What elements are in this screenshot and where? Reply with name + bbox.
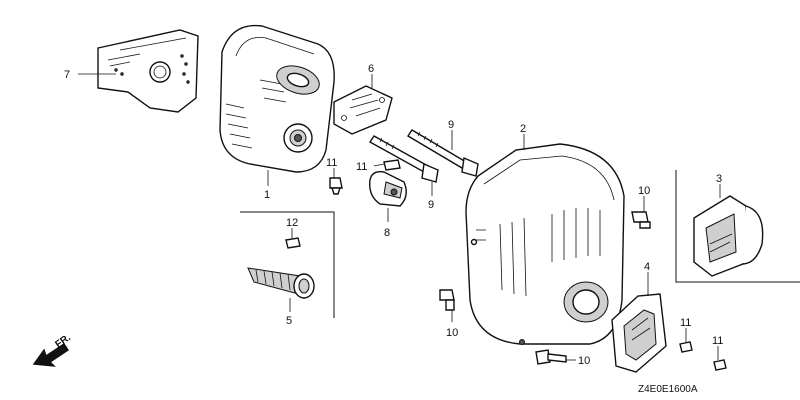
callout-3: 3: [716, 173, 722, 185]
callout-10-left: 10: [446, 327, 458, 339]
flange-bolt-short-bottom[interactable]: [535, 349, 567, 365]
callout-2: 2: [520, 123, 526, 135]
callout-8: 8: [384, 227, 390, 239]
tapping-screw-right-upper[interactable]: [679, 341, 693, 353]
flange-bolt-short-upper[interactable]: [631, 211, 651, 229]
callout-4: 4: [644, 261, 650, 273]
exhaust-outlet-adapter[interactable]: [611, 293, 667, 373]
spark-arrester[interactable]: [247, 267, 315, 299]
heat-protector-plate[interactable]: [97, 29, 199, 113]
flange-bolt-long-upper[interactable]: [407, 129, 479, 177]
callout-11-center: 11: [356, 161, 367, 173]
callout-10-bottom: 10: [578, 355, 590, 367]
callout-7: 7: [64, 69, 70, 81]
exhaust-deflector[interactable]: [693, 195, 764, 277]
callout-5: 5: [286, 315, 292, 327]
callout-12: 12: [286, 217, 298, 229]
deflector-frame: [675, 170, 800, 283]
flange-bolt-short-left[interactable]: [439, 289, 455, 311]
muffler[interactable]: [219, 24, 335, 173]
front-direction-arrow: [32, 343, 69, 367]
arrester-frame: [240, 211, 335, 318]
callout-11-right-upper: 11: [680, 317, 691, 329]
callout-10-upper: 10: [638, 185, 650, 197]
callout-6: 6: [368, 63, 374, 75]
tapping-screw-left[interactable]: [329, 177, 343, 195]
callout-1: 1: [264, 189, 270, 201]
spark-arrester-screw[interactable]: [285, 237, 301, 249]
muffler-protector-cover[interactable]: [465, 143, 625, 345]
callout-11-muffler: 11: [326, 157, 337, 169]
callout-11-right-lower: 11: [712, 335, 723, 347]
tapping-screw-center[interactable]: [373, 159, 401, 171]
callout-9-lower: 9: [428, 199, 434, 211]
tapping-screw-right-lower[interactable]: [713, 359, 727, 371]
spark-arrester-clamp[interactable]: [369, 170, 407, 207]
front-marker: FR.: [53, 332, 73, 350]
flange-bolt-long-lower[interactable]: [368, 135, 439, 183]
callout-9-upper: 9: [448, 119, 454, 131]
drawing-code: Z4E0E1600A: [638, 384, 698, 395]
muffler-gasket[interactable]: [333, 85, 393, 135]
